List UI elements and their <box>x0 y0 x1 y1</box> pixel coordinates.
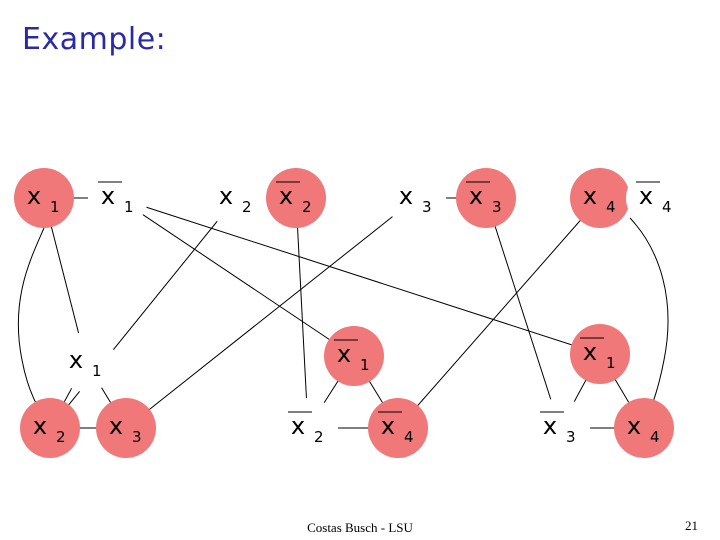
node-variable: x <box>399 182 413 210</box>
node-circle <box>456 168 516 228</box>
node-circle <box>206 168 266 228</box>
node-subscript: 3 <box>492 198 502 216</box>
node-variable: x <box>109 412 123 440</box>
node-subscript: 1 <box>50 198 60 216</box>
edge-top-x3-c1-x3 <box>125 197 417 429</box>
node-subscript: 4 <box>404 428 414 446</box>
node-circle <box>614 398 674 458</box>
node-subscript: 4 <box>662 198 672 216</box>
node-circle <box>56 332 116 392</box>
node-subscript: 1 <box>360 356 370 374</box>
edge-top-x1-c1-x2 <box>17 227 51 429</box>
node-circle <box>626 168 686 228</box>
node-subscript: 4 <box>606 198 616 216</box>
node-variable: x <box>101 182 115 210</box>
edge-top-nx4-c3-x4 <box>629 217 669 429</box>
node-variable: x <box>337 340 351 368</box>
node-circle <box>266 168 326 228</box>
node-circle <box>14 168 74 228</box>
node-variable: x <box>639 182 653 210</box>
edge-top-nx1-c2-nx1 <box>117 197 355 357</box>
node-circle <box>96 398 156 458</box>
node-circle <box>530 398 590 458</box>
node-subscript: 2 <box>314 428 324 446</box>
node-circle <box>570 168 630 228</box>
node-subscript: 1 <box>92 362 102 380</box>
node-variable: x <box>469 182 483 210</box>
node-circle <box>386 168 446 228</box>
edges <box>17 197 669 429</box>
node-circle <box>368 398 428 458</box>
node-variable: x <box>543 412 557 440</box>
edge-top-x4-c2-nx4 <box>397 197 601 429</box>
node-circle <box>570 324 630 384</box>
node-subscript: 4 <box>650 428 660 446</box>
edge-top-nx2-c2-nx2 <box>295 197 309 429</box>
node-variable: x <box>583 182 597 210</box>
node-subscript: 3 <box>422 198 432 216</box>
edge-top-x2-c1-x2 <box>49 197 237 429</box>
node-circle <box>324 326 384 386</box>
edge-top-nx1-c3-nx1 <box>117 197 601 355</box>
node-subscript: 2 <box>56 428 66 446</box>
node-variable: x <box>291 412 305 440</box>
node-variable: x <box>33 412 47 440</box>
node-subscript: 3 <box>132 428 142 446</box>
node-circle <box>88 168 148 228</box>
node-variable: x <box>27 182 41 210</box>
node-variable: x <box>381 412 395 440</box>
node-variable: x <box>279 182 293 210</box>
node-variable: x <box>583 338 597 366</box>
slide-title: Example: <box>22 22 167 57</box>
node-subscript: 2 <box>302 198 312 216</box>
node-circle <box>20 398 80 458</box>
node-variable: x <box>69 346 83 374</box>
node-subscript: 1 <box>124 198 134 216</box>
page-number: 21 <box>685 518 698 533</box>
node-variable: x <box>219 182 233 210</box>
node-variable: x <box>627 412 641 440</box>
edge-top-nx3-c3-nx3 <box>485 197 561 429</box>
node-subscript: 2 <box>242 198 252 216</box>
node-circle <box>278 398 338 458</box>
node-subscript: 1 <box>606 354 616 372</box>
footer-text: Costas Busch - LSU <box>307 520 413 535</box>
node-subscript: 3 <box>566 428 576 446</box>
